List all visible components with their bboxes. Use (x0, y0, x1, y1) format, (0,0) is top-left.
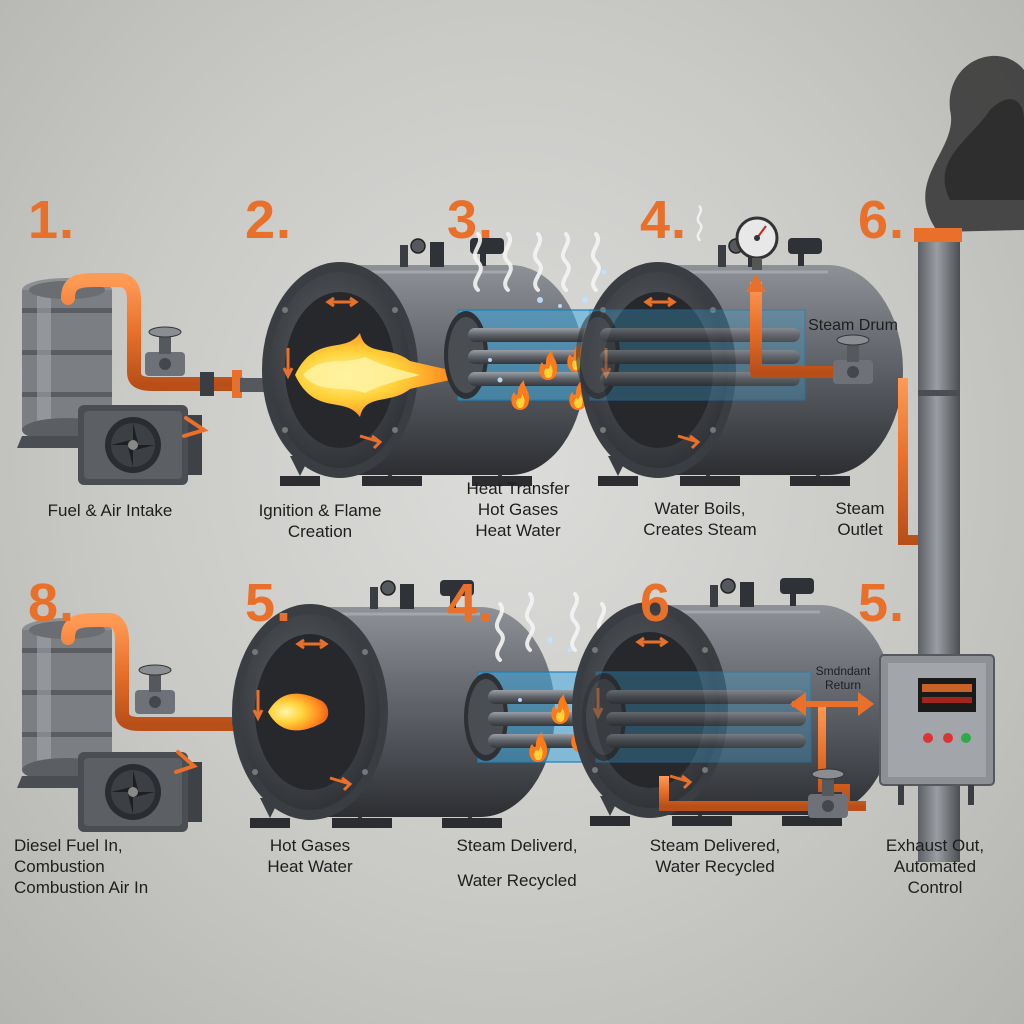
control-panel (879, 654, 995, 805)
step-3-heat-transfer (443, 232, 674, 410)
step-number-6: 6. (858, 190, 906, 250)
caption-water-boils: Water Boils, Creates Steam (643, 499, 757, 539)
step-number-2: 2. (245, 190, 293, 250)
caption-exhaust-out: Exhaust Out, Automated Control (885, 836, 985, 897)
step-number-1: 1. (28, 190, 76, 250)
pressure-gauge-icon (735, 216, 779, 270)
step-number-6b: 6 (640, 573, 672, 633)
step-number-5: 5. (245, 573, 293, 633)
caption-steam-delivered: Steam Delivered, Water Recycled (649, 836, 781, 876)
caption-heat-transfer: Heat Transfer Hot Gases Heat Water (466, 479, 570, 540)
step-number-4b: 4. (447, 573, 495, 633)
label-steam-drum: Steam Drum (808, 317, 898, 334)
step-number-4: 4. (640, 190, 688, 250)
step-1-fuel-air-intake (17, 273, 247, 485)
caption-diesel-fuel: Diesel Fuel In, Combustion Combustion Ai… (14, 836, 149, 897)
caption-steam-deliverd: Steam Deliverd, Water Recycled (456, 836, 578, 890)
caption-hot-gases: Hot Gases Heat Water (267, 836, 353, 876)
label-return: Smdndant Return (815, 664, 871, 692)
step-4b-steam-delivered (463, 592, 694, 763)
step-5-hot-gases (230, 578, 557, 830)
label-steam-outlet: Steam Outlet (835, 499, 885, 539)
step-2-ignition (240, 236, 587, 488)
step-8-diesel-fuel-in (17, 613, 247, 832)
step-number-8: 8. (28, 573, 76, 633)
caption-fuel-air-intake: Fuel & Air Intake (47, 501, 173, 520)
step-6b-steam-delivered (570, 576, 897, 828)
step-number-5c: 5. (858, 573, 906, 633)
caption-ignition: Ignition & Flame Creation (258, 501, 382, 541)
step-number-3: 3. (447, 190, 495, 250)
